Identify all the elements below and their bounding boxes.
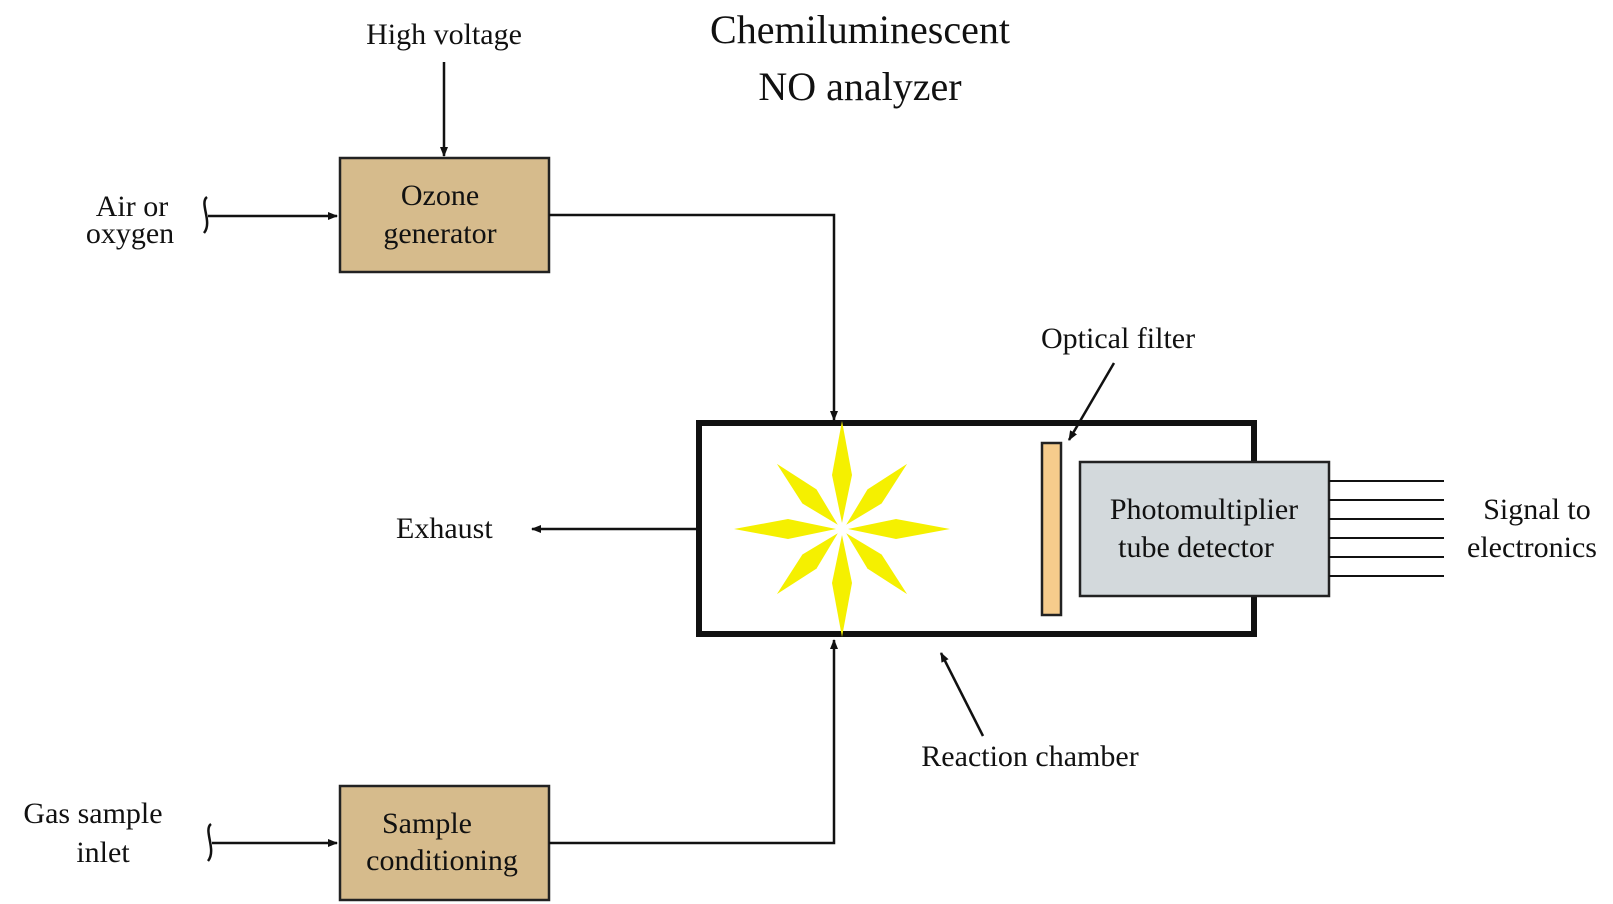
light-ray	[846, 463, 908, 525]
ozone-generator-block	[338, 156, 551, 274]
optical-filter-pointer-arrow	[1067, 362, 1116, 441]
reaction-chamber-label: Reaction chamber	[921, 740, 1138, 773]
signal-label-line1: Signal to	[1483, 493, 1591, 526]
ozone-to-chamber-line	[549, 213, 838, 421]
light-ray	[832, 421, 852, 523]
air-inlet-squiggle-icon	[202, 196, 209, 234]
light-ray	[734, 519, 836, 539]
photomultiplier-label-line1: Photomultiplier	[1110, 493, 1298, 526]
light-ray	[776, 533, 838, 595]
ozone-generator-label-line1: Ozone	[401, 179, 479, 212]
light-burst-icon	[734, 421, 950, 637]
light-ray	[848, 519, 950, 539]
air-label-line1: Air or	[96, 190, 168, 223]
sample-to-chamber-line	[549, 639, 838, 845]
gas-sample-label-line2: inlet	[76, 836, 130, 869]
sample-conditioning-block	[338, 784, 551, 902]
light-ray	[776, 463, 838, 525]
light-ray	[832, 535, 852, 637]
exhaust-label: Exhaust	[396, 512, 493, 545]
diagram-title-line1: Chemiluminescent	[710, 7, 1010, 52]
signal-wires	[1329, 480, 1444, 577]
photomultiplier-label-line2: tube detector	[1118, 531, 1274, 564]
gas-inlet-squiggle-icon	[206, 823, 213, 862]
optical-filter	[1040, 441, 1063, 617]
air-label-line2: oxygen	[86, 217, 174, 250]
sample-conditioning-label-line1: Sample	[382, 807, 472, 840]
ozone-generator-label-line2: generator	[383, 217, 496, 250]
sample-conditioning-label-line2: conditioning	[366, 844, 518, 877]
signal-label-line2: electronics	[1467, 531, 1597, 564]
gas-sample-label-line1: Gas sample	[23, 797, 162, 830]
optical-filter-label: Optical filter	[1041, 322, 1195, 355]
high-voltage-label: High voltage	[366, 18, 522, 51]
diagram-title-line2: NO analyzer	[758, 64, 961, 109]
reaction-chamber-pointer-arrow	[939, 652, 985, 737]
photomultiplier-detector-block	[1078, 460, 1331, 598]
light-ray	[846, 533, 908, 595]
